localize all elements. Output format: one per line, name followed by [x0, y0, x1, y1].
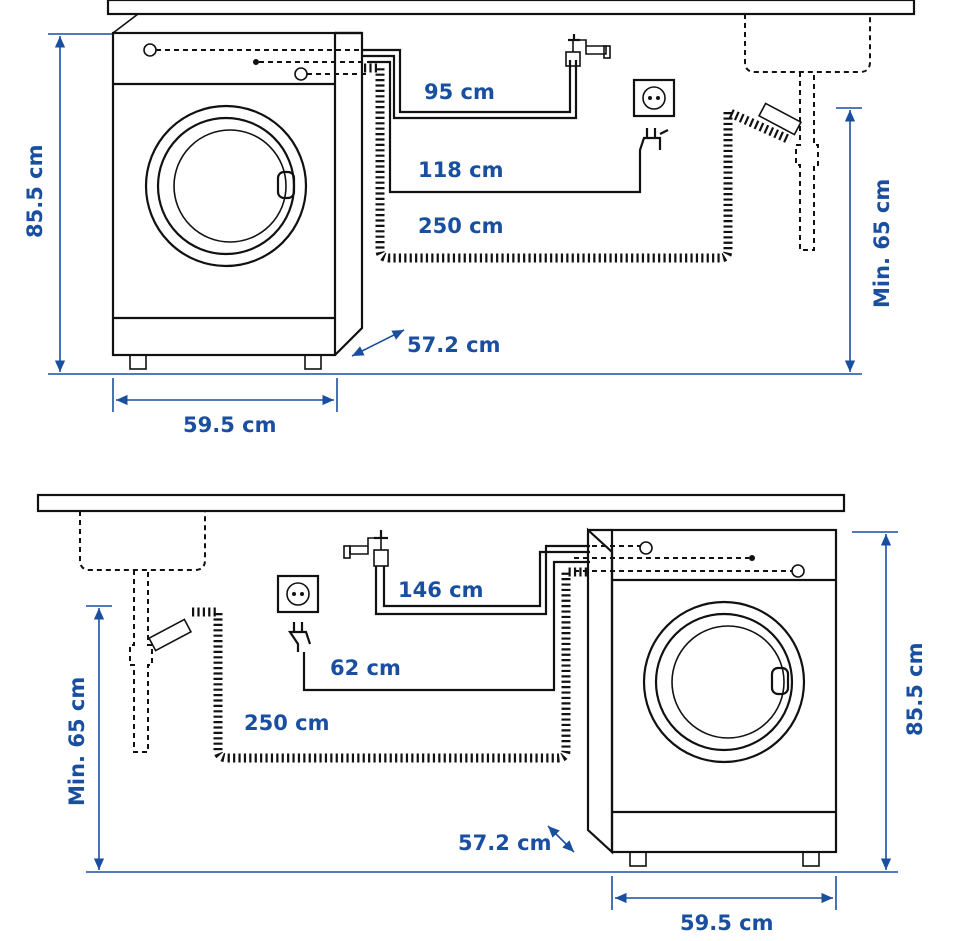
- top-machine-height-label: 85.5 cm: [23, 145, 47, 238]
- top-water-hose-label: 95 cm: [424, 80, 495, 104]
- bottom-layout: Min. 65 cm 146 cm 62 cm 250 cm 57.2 cm 8…: [36, 493, 927, 935]
- bottom-water-hose-label: 146 cm: [398, 578, 483, 602]
- power-plug-icon: [638, 128, 669, 160]
- countertop: [106, 0, 916, 16]
- bottom-machine-depth-label: 57.2 cm: [458, 831, 551, 855]
- bottom-machine-width-label: 59.5 cm: [680, 911, 773, 935]
- top-layout: 85.5 cm 59.5 cm 57.2 cm 95 cm 118 cm 250…: [23, 0, 916, 437]
- drain-hose: [364, 63, 792, 263]
- sink-icon: [79, 511, 206, 571]
- water-hose: [362, 48, 572, 114]
- bottom-power-cord-label: 62 cm: [330, 656, 401, 680]
- drain-pipe-icon: [757, 72, 819, 251]
- bottom-machine-height-label: 85.5 cm: [903, 643, 927, 736]
- top-drain-hose-label: 250 cm: [418, 214, 503, 238]
- top-power-cord-label: 118 cm: [418, 158, 503, 182]
- top-machine-width-label: 59.5 cm: [183, 413, 276, 437]
- power-cord: [302, 560, 590, 692]
- power-plug-icon: [287, 622, 312, 652]
- drain-pipe-icon: [129, 570, 193, 753]
- bottom-drain-min-height-label: Min. 65 cm: [65, 677, 89, 806]
- power-cord: [368, 60, 642, 194]
- top-machine-depth-label: 57.2 cm: [407, 333, 500, 357]
- wall-socket-icon: [632, 78, 676, 118]
- water-tap-icon: [565, 34, 611, 67]
- water-tap-icon: [343, 530, 389, 567]
- bottom-drain-hose-label: 250 cm: [244, 711, 329, 735]
- water-hose: [374, 544, 590, 616]
- washing-machine-icon: [111, 13, 364, 370]
- top-drain-min-height-label: Min. 65 cm: [870, 179, 894, 308]
- drain-hose: [192, 567, 590, 763]
- countertop: [36, 493, 846, 513]
- sink-icon: [744, 14, 871, 73]
- wall-socket-icon: [276, 574, 320, 614]
- washing-machine-icon: [586, 527, 838, 867]
